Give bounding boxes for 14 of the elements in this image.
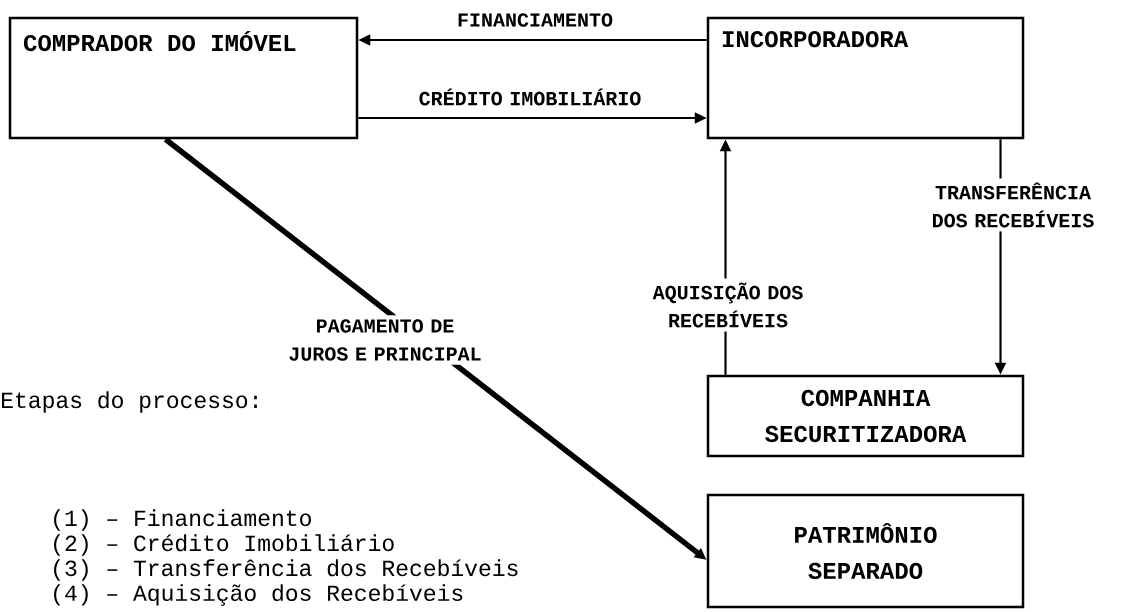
process-box: COMPANHIA SECURITIZADORA	[706, 374, 1025, 458]
edge-label: PAGAMENTO DE JUROS E PRINCIPAL	[289, 319, 481, 361]
edge-label: TRANSFERÊNCIA DOS RECEBÍVEIS	[933, 182, 1094, 228]
step-text: (4) – Aquisição dos Recebíveis	[54, 584, 463, 606]
process-box: INCORPORADORA	[706, 16, 1025, 140]
edge-label: FINANCIAMENTO	[458, 13, 613, 27]
step-text: (2) – Crédito Imobiliário	[54, 534, 394, 556]
heading-text: Etapas do processo:	[2, 391, 257, 413]
step-text: (1) – Financiamento	[54, 509, 311, 531]
edge-label: CRÉDITO IMOBILIÁRIO	[419, 88, 641, 106]
process-box: PATRIMÔNIO SEPARADO	[706, 493, 1025, 609]
step-text: (3) – Transferência dos Recebíveis	[54, 559, 518, 581]
edge-label: AQUISIÇÃO DOS RECEBÍVEIS	[652, 282, 803, 328]
process-box: COMPRADOR DO IMÓVEL	[8, 16, 359, 140]
